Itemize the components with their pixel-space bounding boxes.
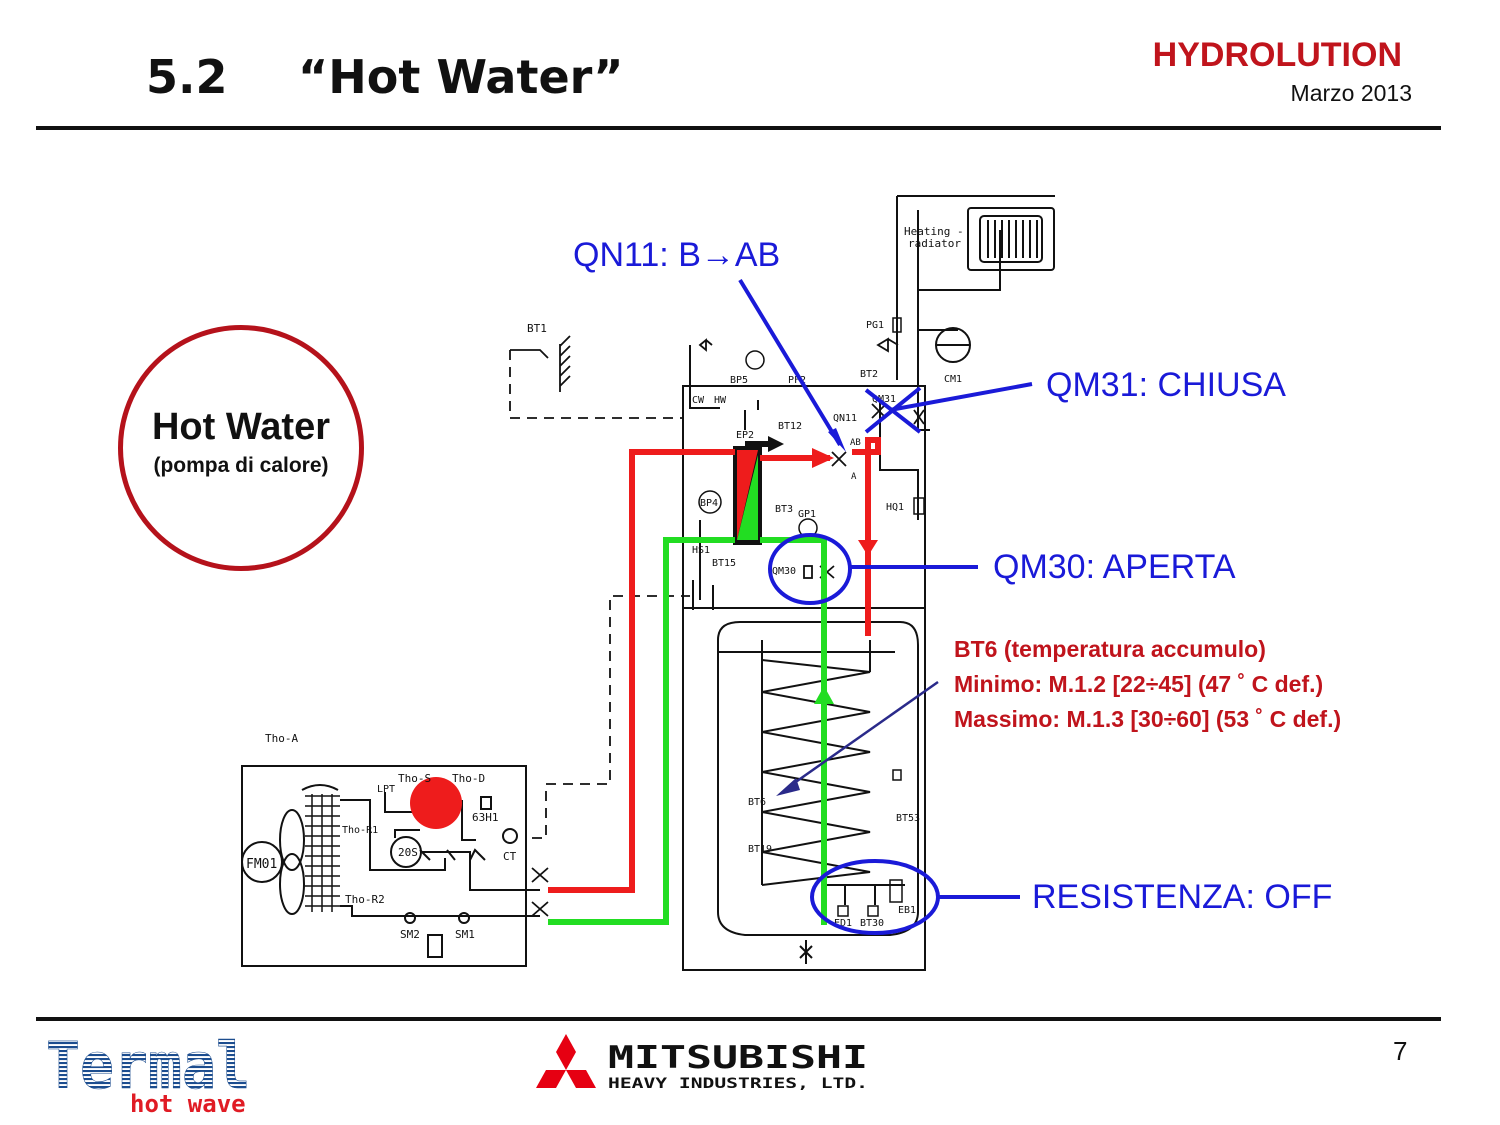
- label-tho-r2: Tho-R2: [345, 893, 385, 906]
- label-ed1: ED1: [834, 918, 852, 929]
- label-cm1: CM1: [944, 374, 962, 385]
- label-bt53: BT53: [896, 813, 920, 824]
- hot-flow-arrow: [812, 448, 834, 468]
- valves: [531, 337, 925, 917]
- label-63h1: 63H1: [472, 811, 499, 824]
- section-number: 5.2: [146, 50, 228, 104]
- badge-title: Hot Water: [151, 406, 331, 448]
- label-bt30: BT30: [860, 918, 884, 929]
- three-diamonds-icon: [536, 1034, 596, 1088]
- label-tho-r1: Tho-R1: [342, 825, 378, 836]
- signal-lines: [509, 350, 690, 839]
- label-hs1: HS1: [692, 545, 710, 556]
- label-fm01: FM01: [246, 857, 277, 872]
- bt6-pointer: [789, 680, 939, 788]
- label-bt1: BT1: [527, 322, 547, 335]
- label-gp1: GP1: [798, 509, 816, 520]
- callout-qm30: QM30: APERTA: [993, 548, 1236, 586]
- callout-resistenza: RESISTENZA: OFF: [1032, 878, 1333, 916]
- label-lpt: LPT: [377, 784, 395, 795]
- bt6-note-line2: Minimo: M.1.2 [22÷45] (47 ˚ C def.): [954, 671, 1324, 697]
- page-number: 7: [1393, 1036, 1408, 1066]
- label-hq1: HQ1: [886, 502, 904, 513]
- label-bp4: BP4: [700, 498, 718, 509]
- label-ab: AB: [850, 438, 861, 448]
- label-bt12: BT12: [778, 421, 802, 432]
- callout-qm31: QM31: CHIUSA: [1046, 366, 1286, 404]
- label-radiator: radiator: [908, 237, 961, 250]
- label-bt19: BT19: [748, 844, 772, 855]
- label-ct: CT: [503, 850, 517, 863]
- hot-flow-arrow-down: [858, 540, 878, 556]
- outdoor-unit: [241, 765, 540, 967]
- brand-title: HYDROLUTION: [1152, 36, 1402, 74]
- brand-date: Marzo 2013: [1290, 80, 1412, 106]
- label-eb1: EB1: [898, 905, 916, 916]
- svg-text:hot wave: hot wave: [130, 1090, 246, 1114]
- label-a: A: [851, 472, 857, 482]
- badge-subtitle: (pompa di calore): [153, 454, 329, 477]
- hot-water-badge: [118, 325, 364, 571]
- label-tho-a: Tho-A: [265, 732, 298, 745]
- label-tho-s: Tho-S: [398, 772, 431, 785]
- label-qn11: QN11: [833, 413, 857, 424]
- callout-pointers: [738, 278, 1033, 935]
- label-bt6: BT6: [748, 797, 766, 808]
- label-hw: HW: [714, 395, 727, 406]
- svg-text:MITSUBISHI: MITSUBISHI: [608, 1040, 868, 1076]
- bt1-sensor: [510, 335, 571, 392]
- radiator: [967, 207, 1055, 271]
- return-flow-line: [548, 537, 827, 925]
- label-sm1: SM1: [455, 928, 475, 941]
- compressor-marker: [410, 777, 462, 829]
- label-sm2: SM2: [400, 928, 420, 941]
- termal-logo: Termal hot wave: [46, 1030, 251, 1114]
- label-bt2: BT2: [860, 369, 878, 380]
- callout-qn11: QN11: B→AB: [573, 236, 781, 274]
- label-bp5: BP5: [730, 375, 748, 386]
- label-heating: Heating -: [904, 225, 964, 238]
- label-cw: CW: [692, 395, 705, 406]
- header-rule: [36, 126, 1441, 130]
- label-qm31: QM31: [872, 394, 896, 405]
- footer-rule: [36, 1017, 1441, 1021]
- label-bt15: BT15: [712, 558, 736, 569]
- bt6-note-line1: BT6 (temperatura accumulo): [954, 636, 1266, 662]
- label-ep2: EP2: [736, 430, 754, 441]
- label-20s: 20S: [398, 846, 418, 859]
- mitsubishi-logo: MITSUBISHI HEAVY INDUSTRIES, LTD.: [536, 1034, 868, 1092]
- svg-text:Termal: Termal: [46, 1030, 250, 1104]
- label-pg1: PG1: [866, 320, 884, 331]
- return-flow-arrow: [814, 686, 834, 704]
- svg-text:HEAVY INDUSTRIES, LTD.: HEAVY INDUSTRIES, LTD.: [608, 1076, 868, 1092]
- label-qm30: QM30: [772, 566, 796, 577]
- slide-title: “Hot Water”: [298, 50, 624, 104]
- label-pf2: PF2: [788, 375, 806, 386]
- label-bt3: BT3: [775, 504, 793, 515]
- label-tho-d: Tho-D: [452, 772, 485, 785]
- bt6-note-line3: Massimo: M.1.3 [30÷60] (53 ˚ C def.): [954, 706, 1342, 732]
